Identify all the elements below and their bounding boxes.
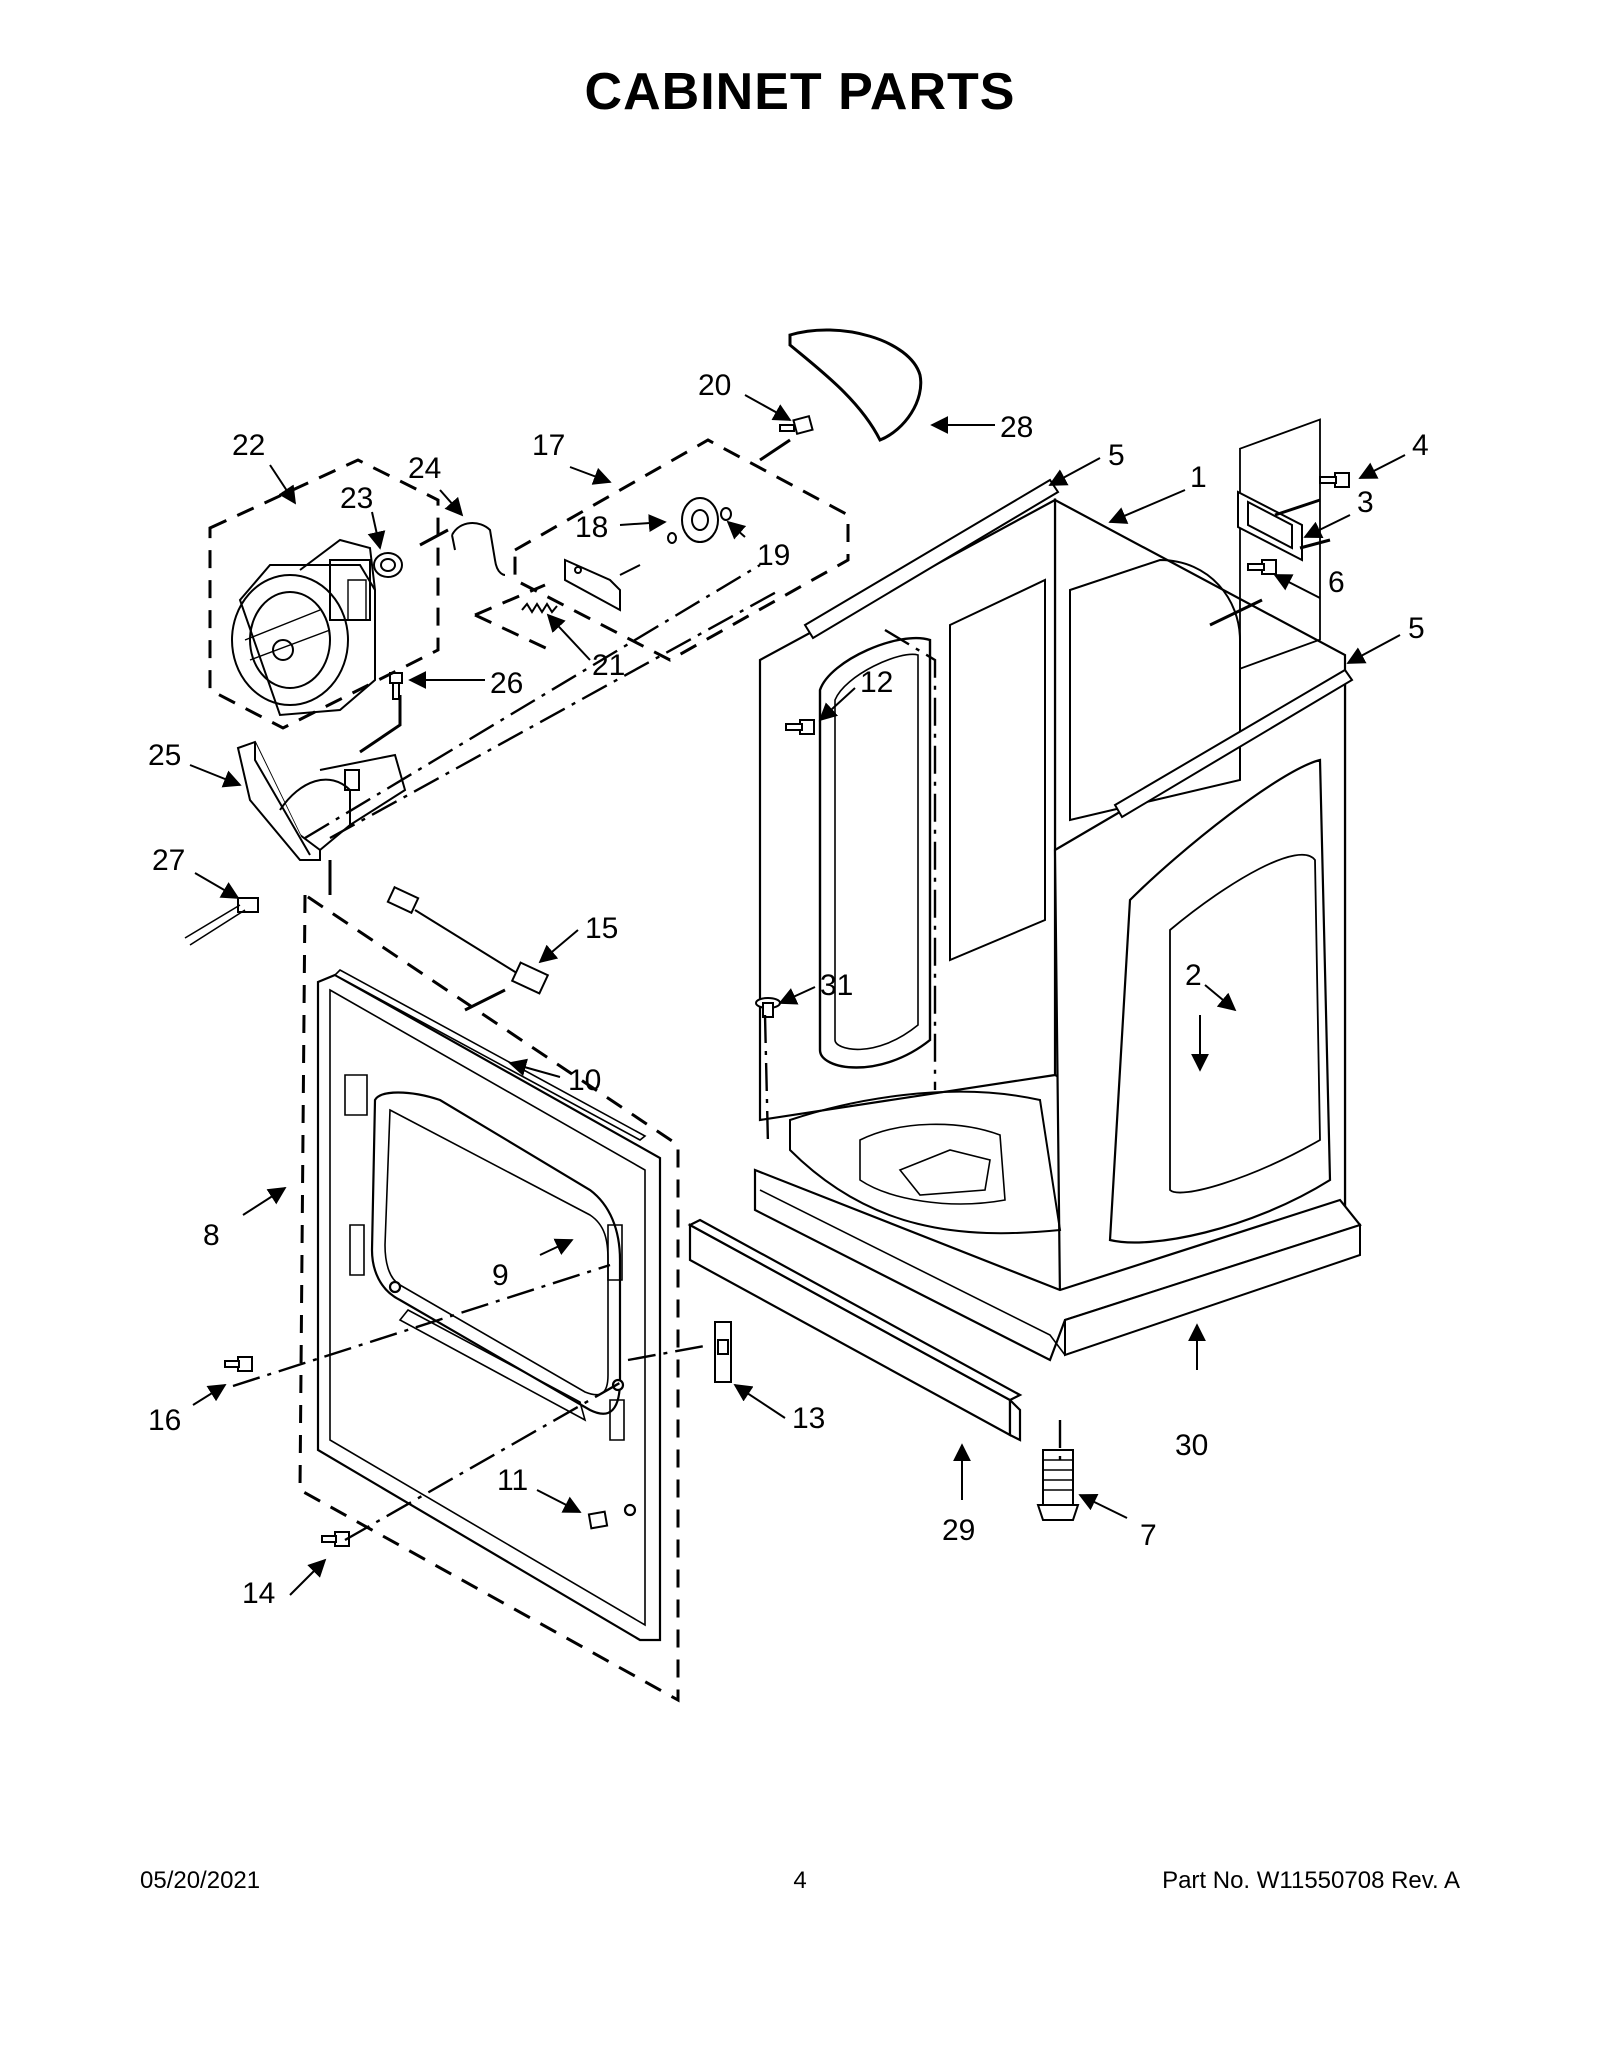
footer-page-number: 4 [793,1867,807,1894]
footer-date: 05/20/2021 [140,1867,261,1894]
callout-arrows [189,394,1406,1596]
callout-12: 12 [860,666,893,699]
connector-lines [328,438,1331,1012]
callout-13: 13 [792,1402,825,1435]
screw-part [780,416,813,434]
screw-part [225,473,1349,1546]
motor-pulley-part [374,553,402,577]
callout-5a: 5 [1108,439,1125,472]
footer-part-number: Part No. W11550708 Rev. A [1162,1867,1460,1894]
motor-clip-part [451,522,506,576]
drive-belt-part [788,328,923,442]
toe-panel-part [690,1220,1020,1440]
door-strike-part [715,1322,731,1382]
callout-17: 17 [532,429,565,462]
callout-23: 23 [340,482,373,515]
wire-harness-part [388,887,548,993]
callout-labels: 20 28 22 24 17 5 1 4 23 18 19 3 6 5 21 2… [148,369,1429,1610]
callout-4: 4 [1412,429,1429,462]
callout-28: 28 [1000,411,1033,444]
callout-29: 29 [942,1514,975,1547]
cabinet-part [755,420,1360,1360]
idler-pulley-part [668,498,731,543]
callout-5b: 5 [1408,612,1425,645]
callout-8: 8 [203,1219,220,1252]
callout-25: 25 [148,739,181,772]
callout-21: 21 [592,649,625,682]
callout-19: 19 [757,539,790,572]
callout-31: 31 [820,969,853,1002]
callout-16: 16 [148,1404,181,1437]
callout-15: 15 [585,912,618,945]
motor-screw-part [390,673,402,699]
callout-6: 6 [1328,566,1345,599]
callout-9: 9 [492,1259,509,1292]
front-panel-part [318,970,660,1640]
assembly-lines [232,563,1062,1542]
callout-22: 22 [232,429,265,462]
callout-1: 1 [1190,461,1207,494]
callout-10: 10 [568,1064,601,1097]
motor-mount-part [238,742,405,860]
callout-11: 11 [497,1464,528,1497]
callout-2: 2 [1185,959,1202,992]
page-title: CABINET PARTS [584,63,1016,121]
callout-27: 27 [152,844,185,877]
callout-30: 30 [1175,1429,1208,1462]
badge-part [587,1510,609,1530]
callout-26: 26 [490,667,523,700]
idler-spring-part [522,604,557,612]
callout-3: 3 [1357,486,1374,519]
door-switch-part [185,898,258,945]
callout-20: 20 [698,369,731,402]
idler-bracket-part [565,560,640,610]
leveling-foot-part [1038,1450,1078,1520]
drive-motor-part [232,540,375,715]
callout-24: 24 [408,452,441,485]
callout-18: 18 [575,511,608,544]
callout-7: 7 [1140,1519,1157,1552]
callout-14: 14 [242,1577,275,1610]
group-boundaries [208,438,850,1703]
vent-cover-part [1238,492,1302,560]
